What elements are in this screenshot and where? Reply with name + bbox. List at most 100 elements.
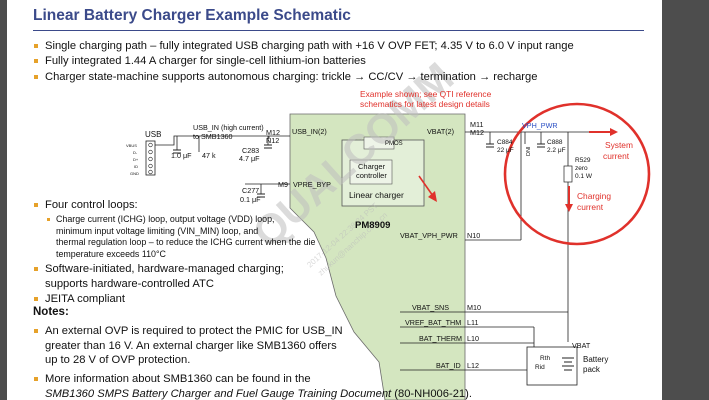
pin-n10: N10 [467, 231, 480, 240]
usb-in-pin-label: USB_IN(2) [292, 127, 327, 136]
bullet-text: Four control loops: [45, 199, 138, 211]
vbat-net-label: VBAT [572, 341, 591, 350]
notes-heading: Notes: [33, 306, 69, 318]
charging-current-line1: Charging [577, 191, 611, 201]
cap-1uf-label: 1.0 μF [171, 151, 192, 160]
bullet-state-machine: Charger state-machine supports autonomou… [34, 70, 538, 85]
c283-value: 4.7 μF [239, 154, 260, 163]
bullet-marker [34, 267, 38, 271]
bullet-text: Single charging path – fully integrated … [45, 40, 574, 52]
bullet-text: Software-initiated, hardware-managed cha… [45, 263, 284, 275]
bullet-marker [34, 297, 38, 301]
schematic-wires [155, 131, 610, 371]
pin-l11: L11 [467, 318, 478, 327]
bullet-marker [47, 218, 50, 221]
note-smb1360-info: More information about SMB1360 can be fo… [34, 372, 472, 400]
pin-m12-left: M12 [266, 128, 280, 137]
rid-label: Rid [535, 364, 545, 371]
pin-l10: L10 [467, 334, 479, 343]
note-text: An external OVP is required to protect t… [45, 325, 343, 337]
c888-value: 2.2 μF [547, 147, 566, 154]
bat-therm-label: BAT_THERM [419, 334, 462, 343]
bullet-charger-capacity: Fully integrated 1.44 A charger for sing… [34, 54, 366, 69]
note-text: greater than 16 V. An external charger l… [45, 339, 337, 352]
bullet-jeita: JEITA compliant [34, 292, 125, 307]
loops-line-4: temperature exceeds 110°C [56, 248, 166, 259]
vref-bat-thm-label: VREF_BAT_THM [405, 318, 461, 327]
battery-pack-line2: pack [583, 365, 601, 374]
c277-ref: C277 [242, 186, 259, 195]
system-current-arrow [589, 128, 618, 136]
pin-n12-left: N12 [266, 136, 279, 145]
bullet-marker [34, 203, 38, 207]
vbat-vph-pwr-label: VBAT_VPH_PWR [400, 231, 458, 240]
system-current-line1: System [605, 140, 633, 150]
pin-m11: M11 [470, 120, 483, 129]
pmos-box [363, 136, 395, 150]
usb-pin-vbus: VBUS [126, 143, 137, 148]
loops-line-2: minimum input voltage limiting (VIN_MIN)… [56, 225, 259, 236]
bullet-marker [34, 44, 38, 48]
bullet-marker [34, 75, 38, 79]
viewer-frame-left [0, 0, 7, 400]
vph-pwr-highlight-ellipse [503, 102, 651, 246]
loops-line-1: Charge current (ICHG) loop, output volta… [56, 214, 275, 224]
rth-label: Rth [540, 355, 551, 362]
loops-line-3: thermal regulation loop – to reduce the … [56, 237, 316, 248]
vph-pwr-net: VPH_PWR [522, 121, 558, 130]
pin-l12: L12 [467, 361, 479, 370]
doc-title: SMB1360 SMPS Battery Charger and Fuel Ga… [45, 387, 392, 400]
r529-value: zero [575, 165, 588, 172]
c884-ref: C884 [497, 139, 513, 146]
title-divider [33, 30, 644, 31]
charging-current-arrow [565, 186, 573, 212]
bullet-software-charging: Software-initiated, hardware-managed cha… [34, 262, 284, 291]
usb-in-note-line1: USB_IN (high current) [193, 123, 264, 132]
bullet-text: Fully integrated 1.44 A charger for sing… [45, 55, 366, 67]
usb-pin-dm: D- [133, 150, 138, 155]
capacitor-symbols [173, 143, 545, 198]
slide-page: QUALCOMM 2017-12-04 22:38:24 PST zhukun@… [14, 0, 651, 400]
bullet-marker [34, 59, 38, 63]
usb-pin-dp: D+ [133, 157, 139, 162]
charging-current-line2: current [577, 202, 604, 212]
system-current-line2: current [603, 151, 630, 161]
chip-name: PM8909 [355, 220, 390, 231]
vpre-byp-label: VPRE_BYP [293, 180, 331, 189]
example-note-line2: schematics for latest design details [360, 99, 490, 109]
res-47k-label: 47 k [202, 151, 216, 160]
dni-label: DNI [526, 146, 532, 156]
r529-ref: R529 [575, 157, 591, 164]
bullet-text: JEITA compliant [45, 293, 125, 305]
charger-controller-box [349, 159, 393, 185]
charger-callout-arrow [418, 175, 437, 202]
page-title: Linear Battery Charger Example Schematic [33, 7, 351, 24]
usb-in-note-line2: to SMB1360 [193, 132, 233, 141]
usb-label: USB [145, 130, 161, 139]
charger-controller-line2: controller [356, 171, 387, 180]
linear-charger-label: Linear charger [349, 190, 404, 200]
c884-value: 22 μF [497, 147, 514, 154]
vbat-sns-label: VBAT_SNS [412, 303, 449, 312]
viewer-frame-right [662, 0, 709, 400]
battery-pack-line1: Battery [583, 355, 608, 364]
sub-bullet-loops: Charge current (ICHG) loop, output volta… [47, 214, 316, 260]
pin-m10: M10 [467, 303, 481, 312]
r529-power: 0.1 W [575, 173, 593, 180]
doc-number: (80-NH006-21). [391, 387, 472, 400]
r529-resistor [563, 165, 573, 183]
usb-pin-gnd: GND [130, 171, 139, 176]
note-text: More information about SMB1360 can be fo… [45, 373, 311, 385]
note-text: up to 28 V of OVP protection. [45, 354, 191, 367]
vbat-pin-label: VBAT(2) [427, 127, 454, 136]
bullet-marker [34, 329, 38, 333]
bullet-control-loops: Four control loops: [34, 198, 138, 213]
pmos-label: PMOS [385, 141, 403, 147]
charger-controller-line1: Charger [358, 162, 386, 171]
schematic-diagram: QUALCOMM 2017-12-04 22:38:24 PST zhukun@… [126, 53, 651, 400]
bullet-marker [34, 377, 38, 381]
bat-id-label: BAT_ID [436, 361, 461, 370]
pin-m12-right: M12 [470, 128, 484, 137]
bullet-text: Charger state-machine supports autonomou… [45, 71, 538, 83]
note-external-ovp: An external OVP is required to protect t… [34, 324, 343, 368]
